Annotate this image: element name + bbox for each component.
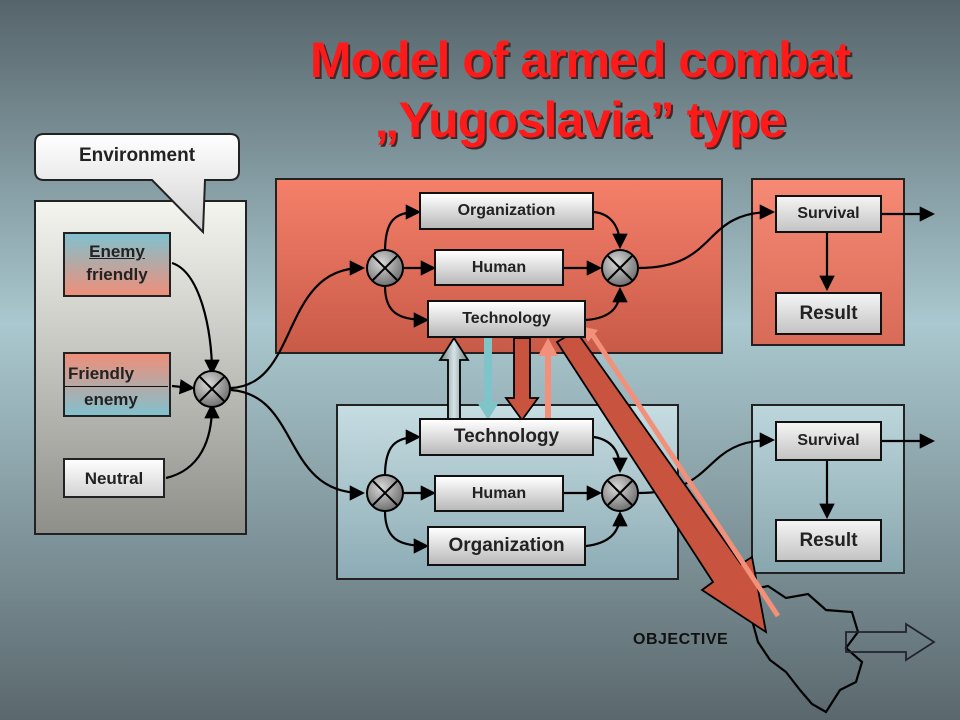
top-output-junction	[601, 249, 639, 287]
friendly-enemy-line1: Friendly	[64, 361, 168, 387]
diagonal-red-arrow	[555, 329, 768, 634]
cyan-down-arrow	[477, 338, 499, 420]
enemy-friendly-line1: Enemy	[89, 242, 145, 261]
friendly-enemy-line2: enemy	[84, 390, 138, 409]
top-human-box: Human	[434, 249, 564, 286]
enemy-friendly-label: Enemy friendly	[64, 240, 170, 286]
friendly-enemy-label: Friendly enemy	[64, 361, 170, 412]
flow-enemy-to-junction	[171, 261, 220, 376]
objective-label: OBJECTIVE	[633, 631, 729, 648]
environment-junction	[193, 370, 231, 408]
objective-region-outline	[746, 584, 864, 714]
flow-lines	[165, 204, 936, 554]
bottom-organization-box: Organization	[427, 526, 586, 566]
enemy-friendly-box	[63, 232, 171, 297]
flow-env-to-top	[230, 260, 366, 390]
top-survival-box: Survival	[775, 195, 882, 233]
red-down-arrow	[504, 337, 540, 422]
bottom-output-junction	[601, 474, 639, 512]
neutral-box	[63, 458, 165, 498]
bottom-human-box: Human	[434, 475, 564, 512]
top-technology-box: Technology	[427, 300, 586, 338]
environment-callout-label: Environment	[78, 145, 196, 166]
bottom-survival-box: Survival	[775, 421, 882, 461]
flow-neutral-to-junction	[165, 402, 220, 480]
top-result-box: Result	[775, 292, 882, 335]
flow-env-to-bottom	[230, 388, 366, 501]
enemy-friendly-line2: friendly	[86, 265, 148, 284]
neutral-label: Neutral	[84, 469, 144, 488]
bottom-technology-box: Technology	[419, 418, 594, 456]
friendly-enemy-box	[63, 352, 171, 417]
bottom-result-box: Result	[775, 519, 882, 562]
bottom-input-junction	[366, 474, 404, 512]
grey-up-arrow	[438, 336, 470, 421]
top-organization-box: Organization	[419, 192, 594, 230]
top-input-junction	[366, 249, 404, 287]
objective-hollow-arrow	[845, 622, 936, 662]
junctions	[193, 249, 639, 512]
salmon-up-arrow	[538, 338, 558, 420]
title-line-1: Model of armed combat	[309, 32, 851, 88]
title-line-2: „Yugoslavia” type	[374, 92, 787, 148]
environment-callout	[34, 133, 240, 235]
flow-friendly-to-junction	[171, 379, 196, 395]
